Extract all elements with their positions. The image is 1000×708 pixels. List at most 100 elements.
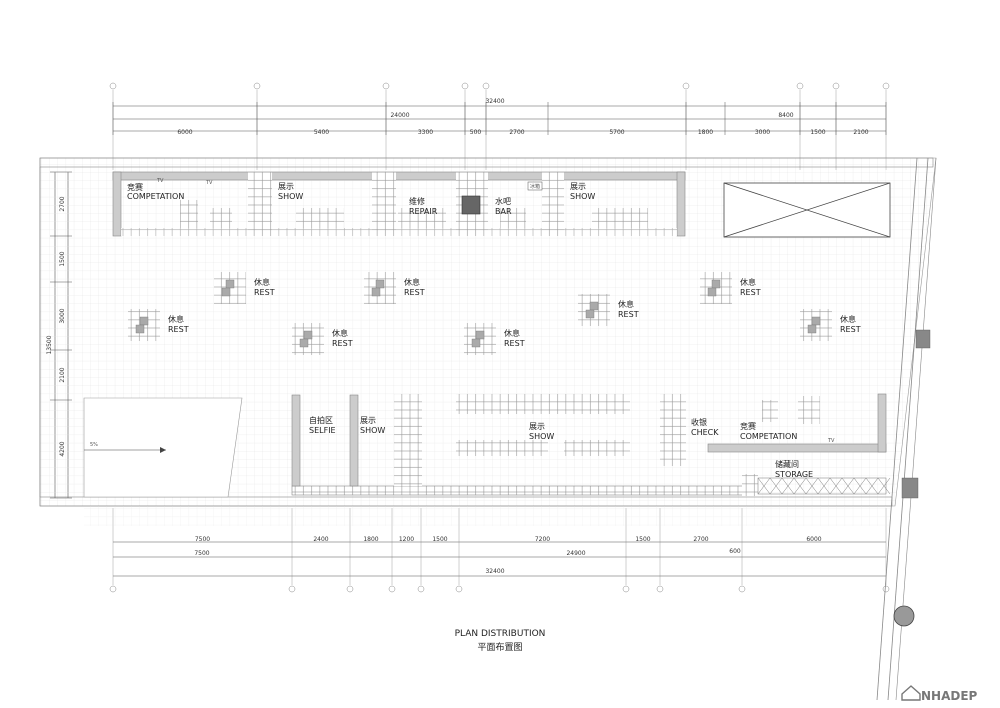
dim-bottom-segment: 1800: [363, 536, 378, 543]
axis-bubble: [382, 82, 390, 90]
dim-top-segment: 1800: [698, 129, 713, 136]
axis-bubble: [253, 82, 261, 90]
rest-label-en: REST: [740, 288, 761, 297]
dim-bottom-segment: 2700: [693, 536, 708, 543]
axis-bubble: [738, 585, 746, 593]
axis-bubble: [622, 585, 630, 593]
dim-bottom-segment: 7200: [535, 536, 550, 543]
dim-bottom-segment: 6000: [806, 536, 821, 543]
dim-top-segment: 1500: [810, 129, 825, 136]
axis-bubble: [455, 585, 463, 593]
axis-bubble: [417, 585, 425, 593]
axis-bubble: [109, 82, 117, 90]
label-bar-tag: 冰箱: [530, 183, 540, 190]
dim-top-right-total: 8400: [778, 112, 793, 119]
axis-bubble: [882, 585, 890, 593]
dim-top-segment: 2700: [509, 129, 524, 136]
column-round: [893, 605, 915, 627]
dim-bottom-segment: 1500: [635, 536, 650, 543]
rest-label-cn: 休息: [254, 277, 270, 287]
axis-bubble: [656, 585, 664, 593]
dim-left-segment: 2100: [59, 367, 66, 382]
top-axis-lines: [109, 82, 890, 170]
rest-label-en: REST: [404, 288, 425, 297]
rest-label-cn: 休息: [404, 277, 420, 287]
caption-cn: 平面布置图: [477, 641, 522, 653]
label-tv-1: TV: [156, 178, 164, 184]
dim-top-segment: 6000: [177, 129, 192, 136]
rest-label-en: REST: [332, 339, 353, 348]
bottom-dimension-lines: [113, 541, 886, 577]
axis-bubble: [882, 82, 890, 90]
dim-top-segment: 2100: [853, 129, 868, 136]
label-competition-bottom-en: COMPETATION: [740, 432, 797, 441]
axis-bubble: [461, 82, 469, 90]
axis-bubble: [482, 82, 490, 90]
rest-clusters: 休息REST休息REST休息REST休息REST休息REST休息REST休息RE…: [128, 272, 861, 355]
label-bar-en: BAR: [495, 207, 512, 216]
dim-top-segment: 5400: [314, 129, 329, 136]
dim-left-segment: 2700: [59, 196, 66, 211]
caption-en: PLAN DISTRIBUTION: [455, 629, 546, 639]
watermark-logo: NHADEP: [901, 685, 978, 703]
dim-bottom-total: 32400: [485, 568, 504, 575]
dim-bottom-segment: 1500: [432, 536, 447, 543]
axis-bubble: [346, 585, 354, 593]
dim-left-segment: 1500: [59, 251, 66, 266]
rest-label-cn: 休息: [740, 277, 756, 287]
axis-bubble: [832, 82, 840, 90]
dim-top-total: 32400: [485, 98, 504, 105]
label-repair-en: REPAIR: [409, 207, 438, 216]
label-competition-top-cn: 竞赛: [127, 182, 143, 192]
dim-top-segment: 500: [470, 129, 482, 136]
rest-label-cn: 休息: [332, 328, 348, 338]
rest-label-cn: 休息: [618, 299, 634, 309]
dim-left-segment: 4200: [59, 441, 66, 456]
rest-label-en: REST: [840, 325, 861, 334]
axis-bubble: [388, 585, 396, 593]
bottom-zone: [83, 393, 891, 498]
label-show-b-en: SHOW: [570, 192, 595, 201]
dim-bottom-segment: 7500: [195, 536, 210, 543]
dim-bottom-600: 600: [729, 548, 741, 555]
label-competition-top-en: COMPETATION: [127, 192, 184, 201]
logo-text: NHADEP: [921, 689, 978, 703]
label-ramp: 5%: [90, 442, 98, 448]
rest-label-en: REST: [168, 325, 189, 334]
rest-label-cn: 休息: [168, 314, 184, 324]
label-selfie-en: SELFIE: [309, 426, 336, 435]
house-icon: [901, 685, 921, 701]
label-show-c-en: SHOW: [360, 426, 385, 435]
top-wall-strip: [112, 171, 686, 237]
axis-bubble: [109, 585, 117, 593]
dim-left-total: 13500: [46, 335, 53, 354]
label-repair-cn: 维修: [409, 196, 425, 206]
top-dimensions: [113, 105, 886, 132]
label-show-c-cn: 展示: [360, 416, 376, 425]
rest-label-en: REST: [254, 288, 275, 297]
label-check-en: CHECK: [691, 428, 719, 437]
label-storage-cn: 储藏间: [775, 459, 799, 469]
dim-bottom-segment: 1200: [399, 536, 414, 543]
label-show-d-en: SHOW: [529, 432, 554, 441]
rest-label-en: REST: [618, 310, 639, 319]
label-competition-bottom-cn: 竞赛: [740, 421, 756, 431]
label-tv-3: TV: [827, 438, 835, 444]
void-opening: [723, 182, 891, 238]
label-show-a-cn: 展示: [278, 182, 294, 191]
dim-top-segment: 3300: [418, 129, 433, 136]
dim-bottom-total-mid: 24900: [566, 550, 585, 557]
label-selfie-cn: 自拍区: [309, 415, 333, 425]
label-show-d-cn: 展示: [529, 422, 545, 431]
label-bar-cn: 水吧: [495, 196, 511, 206]
label-check-cn: 收银: [691, 417, 707, 427]
